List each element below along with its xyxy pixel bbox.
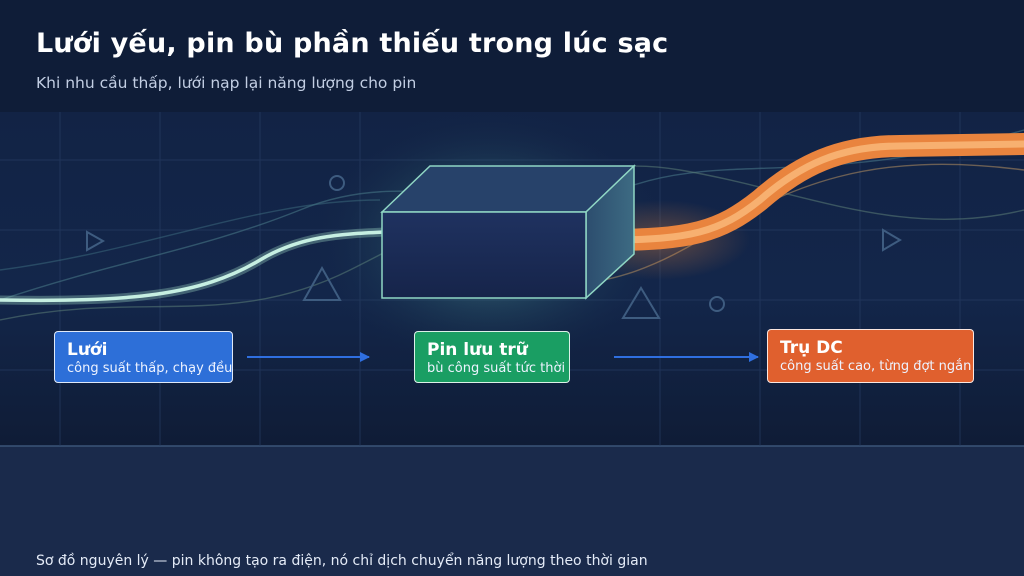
- battery-node: Pin lưu trữ bù công suất tức thời: [414, 331, 570, 383]
- page-subtitle: Khi nhu cầu thấp, lưới nạp lại năng lượn…: [36, 74, 417, 92]
- footer-caption: Sơ đồ nguyên lý — pin không tạo ra điện,…: [36, 553, 648, 569]
- play-shape-icon: [882, 228, 902, 252]
- circle-shape-icon: [709, 296, 725, 312]
- high-power-flow: [595, 133, 1024, 251]
- dc-charger-node-label: Trụ DC: [780, 338, 843, 358]
- grid-node: Lưới công suất thấp, chạy đều: [54, 331, 233, 383]
- play-shape-icon: [86, 230, 106, 252]
- battery-node-label: Pin lưu trữ: [427, 340, 528, 360]
- grid-node-label: Lưới: [67, 340, 108, 360]
- battery-node-sublabel: bù công suất tức thời: [427, 361, 566, 376]
- battery-block: [380, 164, 636, 300]
- grid-node-sublabel: công suất thấp, chạy đều: [67, 361, 233, 376]
- low-power-flow: [0, 227, 390, 305]
- dc-charger-node: Trụ DC công suất cao, từng đợt ngắn: [767, 329, 974, 383]
- lower-panel: [0, 446, 1024, 576]
- page-title: Lưới yếu, pin bù phần thiếu trong lúc sạ…: [36, 28, 669, 59]
- dc-charger-node-sublabel: công suất cao, từng đợt ngắn: [780, 359, 972, 374]
